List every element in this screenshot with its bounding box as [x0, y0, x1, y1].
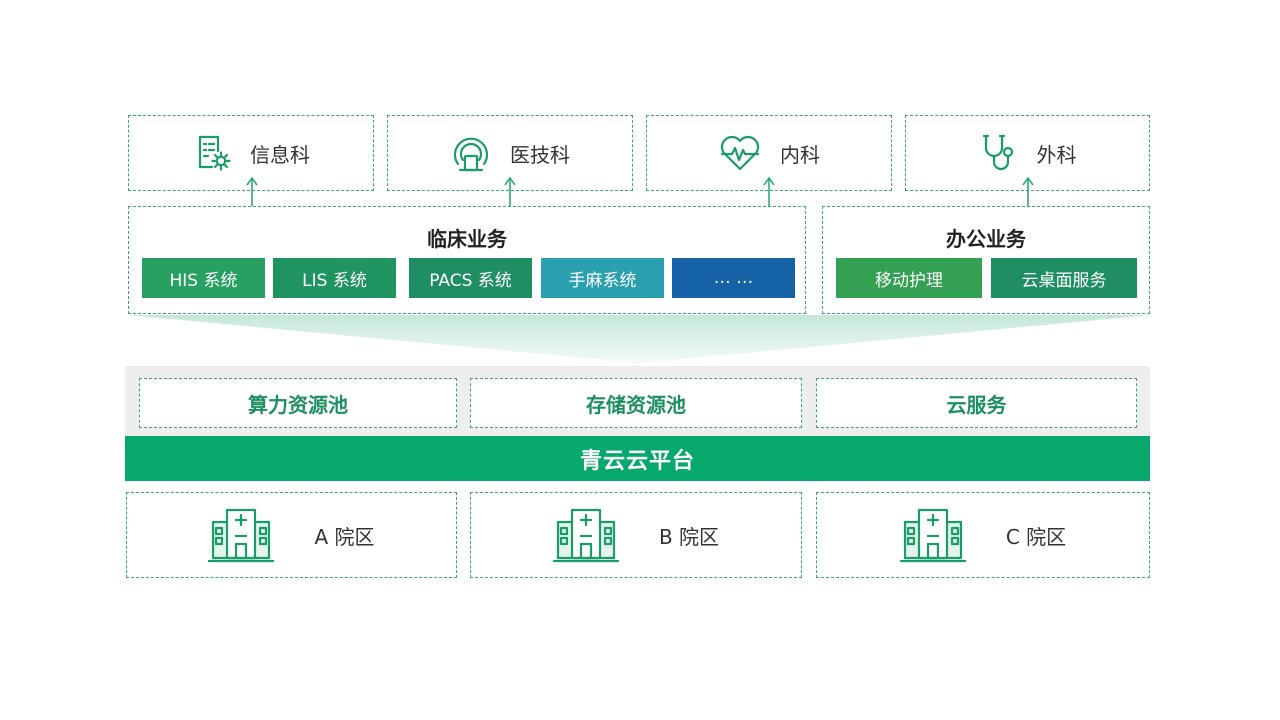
system-label: PACS 系统 [429, 270, 512, 291]
system-more: … … [672, 258, 795, 298]
dept-box-info: 信息科 [128, 115, 374, 191]
system-label: 移动护理 [875, 270, 943, 291]
campus-label: B 院区 [658, 524, 720, 549]
pool-label: 存储资源池 [586, 392, 686, 417]
system-label: … … [713, 268, 754, 288]
cloud-platform-bar: 青云云平台 [125, 436, 1150, 481]
campus-label: A 院区 [314, 524, 375, 549]
system-label: LIS 系统 [302, 270, 367, 291]
campus-b: B 院区 [470, 492, 802, 578]
system-mobile-nursing: 移动护理 [836, 258, 982, 298]
system-pacs: PACS 系统 [409, 258, 532, 298]
system-label: 手麻系统 [568, 270, 637, 291]
office-group-title: 办公业务 [946, 227, 1026, 251]
system-cloud-desktop: 云桌面服务 [991, 258, 1137, 298]
dept-label-internal: 内科 [780, 142, 820, 167]
hospital-building-icon [552, 506, 619, 564]
pool-compute: 算力资源池 [139, 378, 457, 428]
heart-pulse-icon [718, 133, 762, 173]
dept-label-info: 信息科 [250, 142, 310, 167]
gear-document-icon [192, 133, 232, 173]
pool-label: 算力资源池 [248, 392, 348, 417]
pool-storage: 存储资源池 [470, 378, 802, 428]
campus-a: A 院区 [126, 492, 457, 578]
system-anesthesia: 手麻系统 [541, 258, 664, 298]
platform-label: 青云云平台 [579, 448, 695, 474]
pool-cloud-service: 云服务 [816, 378, 1137, 428]
dept-label-surgery: 外科 [1036, 142, 1077, 167]
campus-label: C 院区 [1005, 524, 1067, 549]
medical-scanner-icon [450, 132, 492, 174]
system-label: HIS 系统 [169, 270, 238, 291]
pool-label: 云服务 [946, 392, 1007, 417]
office-group: 办公业务 移动护理 云桌面服务 [822, 206, 1150, 314]
dept-label-medtech: 医技科 [510, 142, 570, 167]
hospital-building-icon [899, 506, 966, 564]
system-label: 云桌面服务 [1021, 270, 1107, 291]
clinical-group-title: 临床业务 [427, 227, 507, 251]
stethoscope-icon [979, 132, 1019, 174]
converge-funnel [128, 315, 1150, 363]
hospital-building-icon [208, 506, 275, 564]
system-lis: LIS 系统 [273, 258, 396, 298]
campus-c: C 院区 [816, 492, 1150, 578]
clinical-group: 临床业务 HIS 系统 LIS 系统 PACS 系统 手麻系统 … … [128, 206, 806, 314]
system-his: HIS 系统 [142, 258, 265, 298]
